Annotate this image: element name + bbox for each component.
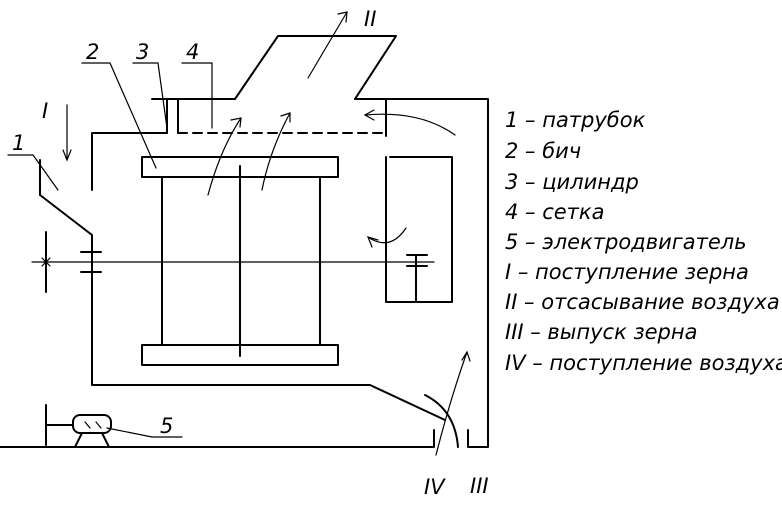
legend-item: 4 – сетка <box>505 200 604 224</box>
callout-4: 4 <box>186 40 199 64</box>
legend-item: I – поступление зерна <box>505 260 749 284</box>
flow-arrows <box>62 11 471 456</box>
callout-1: 1 <box>12 131 25 155</box>
discharge-chute <box>0 394 459 448</box>
callout-3: 3 <box>136 40 149 64</box>
housing <box>91 98 489 448</box>
legend-item: II – отсасывание воздуха <box>505 290 780 314</box>
inner-channel <box>385 156 453 303</box>
callout-5: 5 <box>160 414 173 438</box>
flow-label-iv: IV <box>424 475 446 499</box>
electric-motor <box>45 404 112 448</box>
legend-item: 3 – цилиндр <box>505 170 639 194</box>
legend-item: 1 – патрубок <box>505 108 646 132</box>
callout-2: 2 <box>86 40 99 64</box>
leader-lines <box>7 62 213 438</box>
flow-label-iii: III <box>470 474 489 498</box>
legend: 1 – патрубок 2 – бич 3 – цилиндр 4 – сет… <box>505 108 782 375</box>
flow-label-ii: II <box>364 7 376 31</box>
flow-label-i: I <box>42 99 48 123</box>
legend-item: 2 – бич <box>505 139 581 163</box>
inlet-pipe <box>39 159 93 258</box>
beater-rotor <box>141 156 339 366</box>
legend-item: 5 – электродвигатель <box>505 230 747 254</box>
legend-item: III – выпуск зерна <box>505 320 697 344</box>
legend-item: IV – поступление воздуха <box>505 351 782 375</box>
